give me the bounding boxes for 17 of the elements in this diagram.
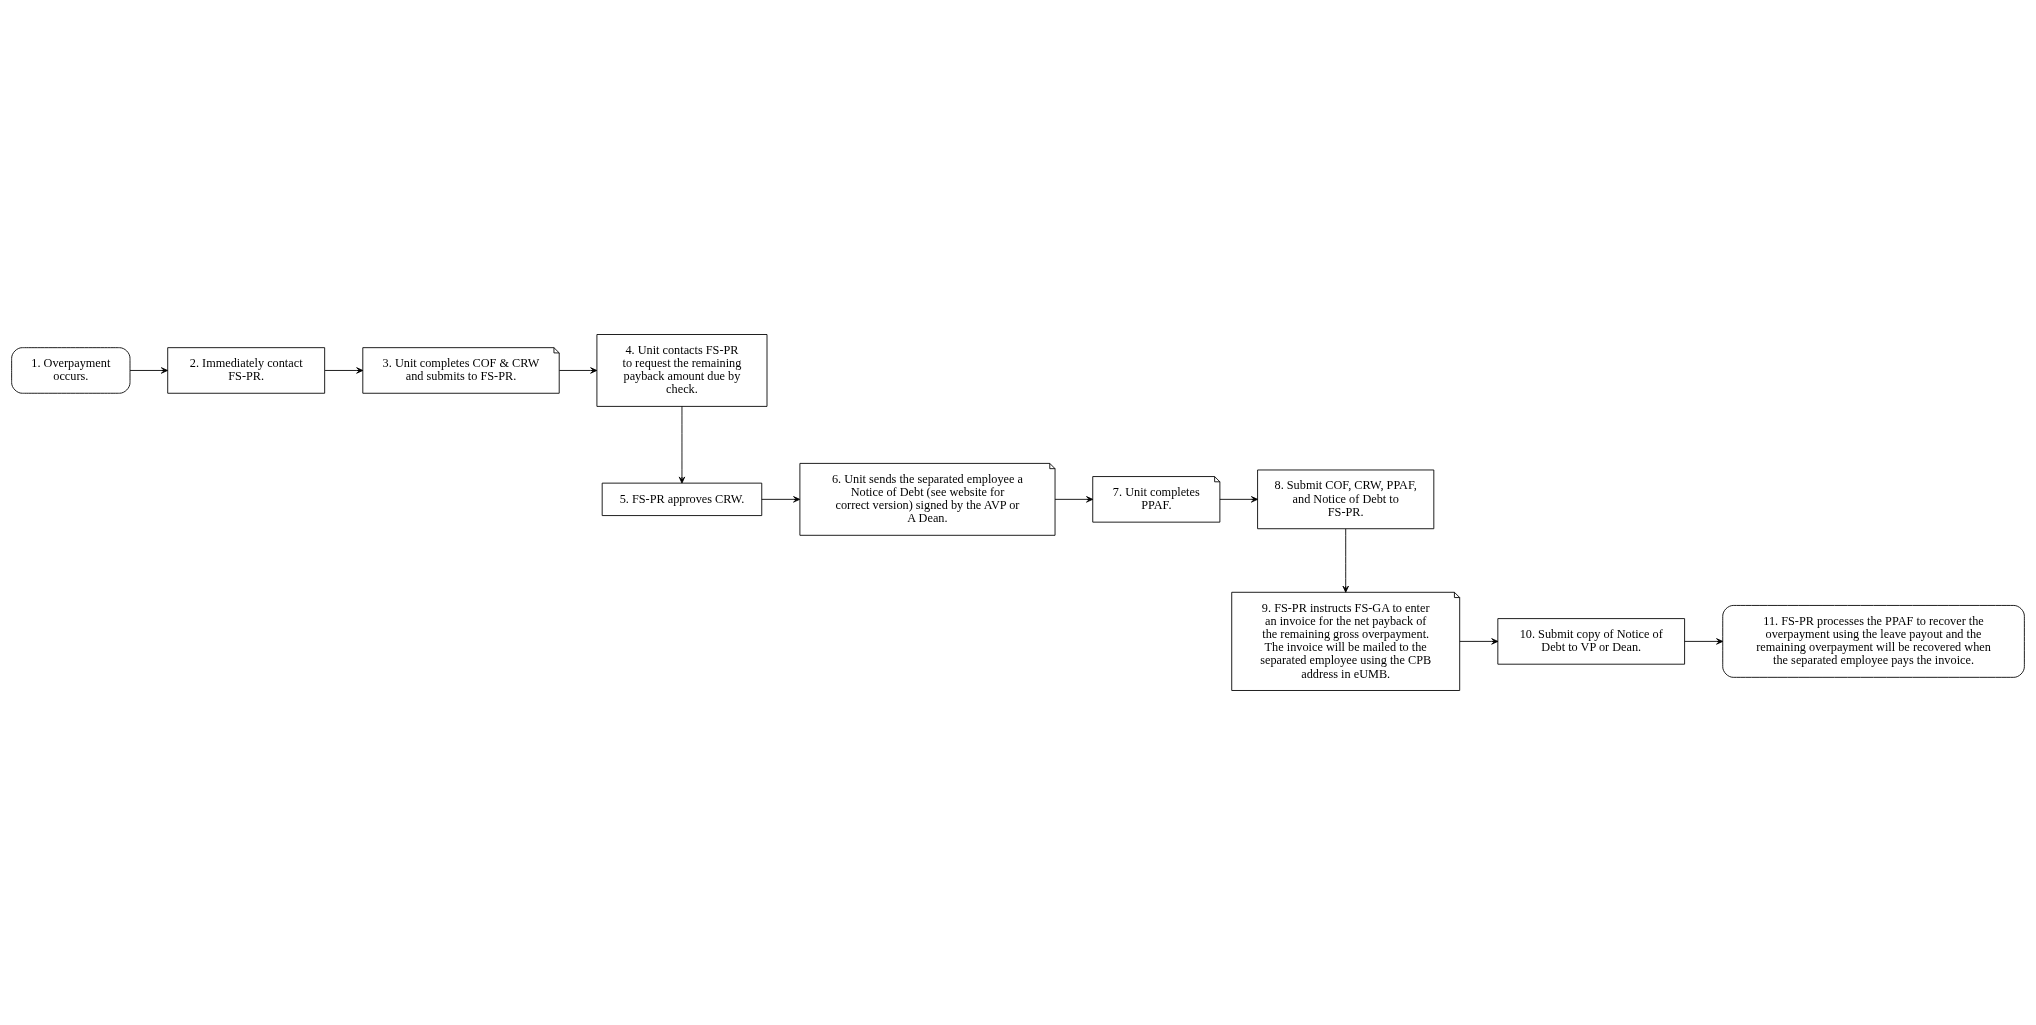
arrow <box>129 367 168 374</box>
node-box: 1. Overpayment occurs. <box>11 347 131 394</box>
arrow <box>678 405 686 484</box>
node-box: 8. Submit COF, CRW, PPAF, and Notice of Debt to FS-PR. <box>1257 469 1435 530</box>
arrow <box>1459 638 1499 645</box>
arrow <box>1342 528 1349 593</box>
node-box: 10. Submit copy of Notice of Debt to VP or Dean. <box>1497 618 1686 665</box>
arrow <box>324 367 364 374</box>
node-box: 4. Unit contacts FS-PR to request the remaining payback amount due by check. <box>596 334 768 407</box>
arrow <box>761 496 801 503</box>
node-box: 2. Immediately contact FS-PR. <box>167 347 326 394</box>
arrow <box>1219 496 1258 503</box>
arrow <box>558 367 598 374</box>
node-box: 11. FS-PR processes the PPAF to recover the overpayment using the leave payout and the remaining overpayment will be recovered when the separated employee pays the invoice. <box>1722 605 2025 678</box>
arrow <box>1684 638 1724 645</box>
node-box: 5. FS-PR approves CRW. <box>601 482 763 516</box>
arrow <box>1054 496 1094 503</box>
